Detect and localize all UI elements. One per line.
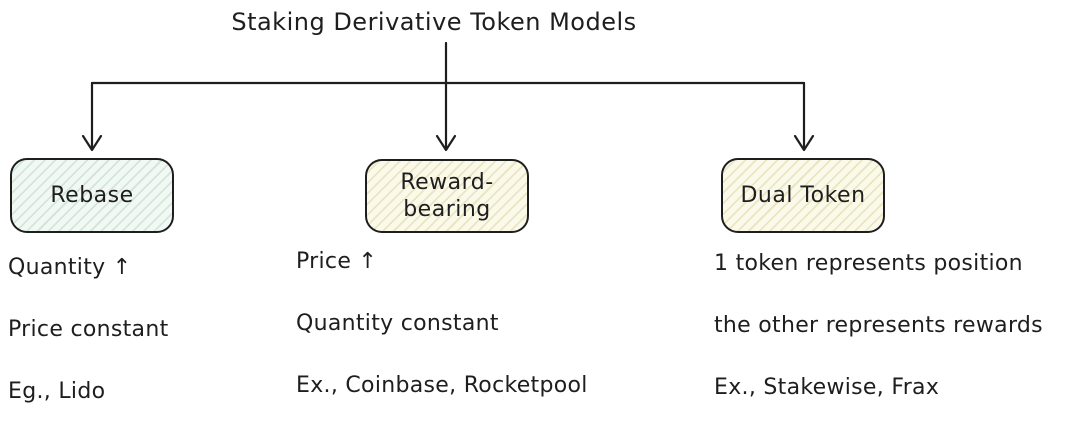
- node-label: Rebase: [50, 182, 134, 208]
- node-label: Reward- bearing: [400, 169, 493, 224]
- arrowhead-icon: [81, 134, 103, 152]
- note-line: Eg., Lido: [8, 379, 106, 404]
- node-label: Dual Token: [740, 182, 866, 208]
- note-line: 1 token represents position: [714, 251, 1023, 276]
- note-line: Price constant: [8, 317, 169, 342]
- note-line: Quantity ↑: [8, 255, 132, 280]
- arrowhead-icon: [793, 134, 815, 152]
- note-line: Ex., Stakewise, Frax: [714, 375, 940, 400]
- node-reward-bearing: Reward- bearing: [365, 159, 529, 233]
- notes-rebase: Quantity ↑ Price constant Eg., Lido: [8, 254, 169, 406]
- diagram-title: Staking Derivative Token Models: [231, 8, 637, 36]
- node-rebase: Rebase: [10, 158, 174, 233]
- node-dual-token: Dual Token: [721, 158, 885, 233]
- node-label-line: bearing: [403, 197, 491, 222]
- connector-left-arrow: [81, 81, 103, 152]
- connector-trunk-arrow: [435, 41, 457, 152]
- note-line: Quantity constant: [296, 311, 499, 336]
- arrowhead-icon: [435, 134, 457, 152]
- node-label-line: Reward-: [400, 169, 494, 195]
- notes-reward-bearing: Price ↑ Quantity constant Ex., Coinbase,…: [296, 248, 588, 400]
- note-line: the other represents rewards: [714, 313, 1043, 338]
- notes-dual-token: 1 token represents position the other re…: [714, 250, 1043, 402]
- connector-right-arrow: [793, 81, 815, 152]
- note-line: Ex., Coinbase, Rocketpool: [296, 373, 588, 398]
- note-line: Price ↑: [296, 249, 378, 274]
